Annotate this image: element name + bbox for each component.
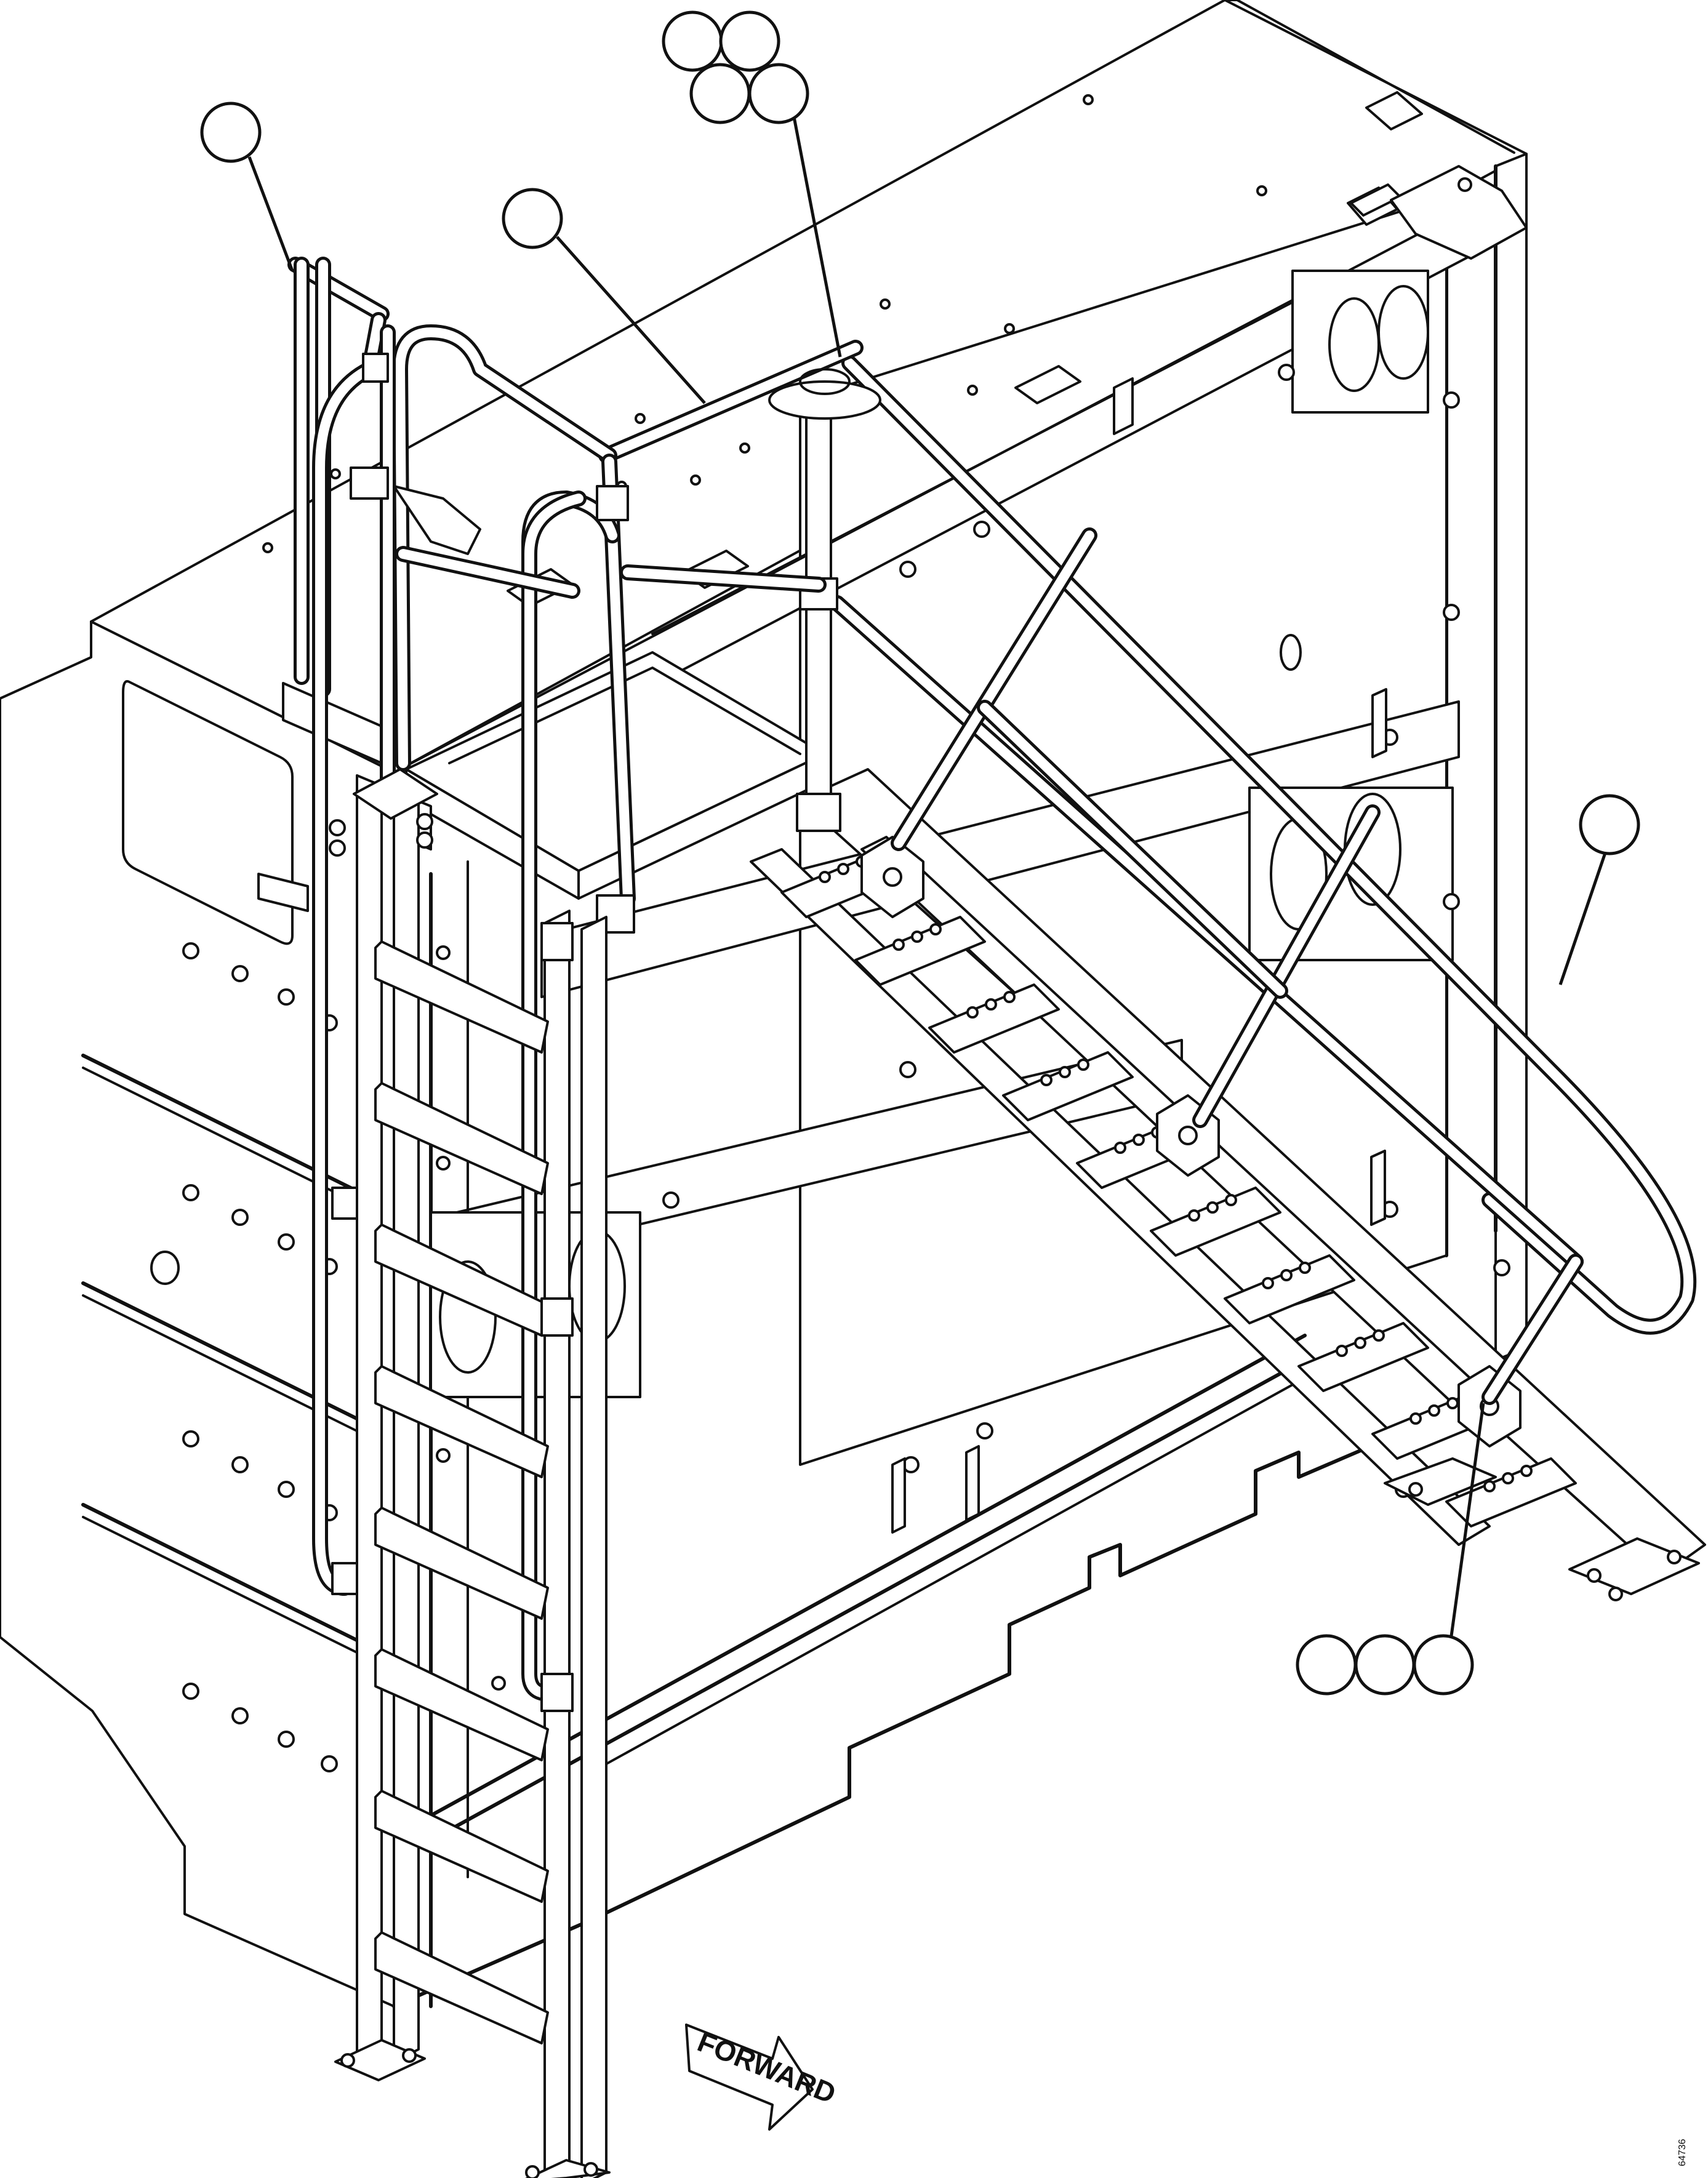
- fasteners: [182, 94, 1510, 1772]
- callout-upper-left: [200, 102, 262, 163]
- platform-guardrails: [287, 257, 881, 1702]
- callout-top-cluster-2: [719, 10, 780, 72]
- callout-stair-handrail: [1579, 794, 1640, 855]
- callout-lower-3: [1413, 1634, 1474, 1696]
- callouts: [200, 10, 1640, 1696]
- stair-treads: [780, 848, 1577, 1527]
- tread-perforations: [819, 855, 1533, 1492]
- figure-number: 64736: [1677, 2139, 1688, 2166]
- enclosure: [0, 0, 1528, 2008]
- forward-arrow-icon: FORWARD: [685, 2024, 840, 2131]
- side-panel-bolt-rows: [182, 942, 338, 1772]
- stair-handrail: [829, 355, 1697, 1405]
- callout-lower-2: [1354, 1634, 1416, 1696]
- stair-assembly: [750, 768, 1706, 1601]
- callout-top-cluster-1: [662, 10, 723, 72]
- callout-top-cluster-3: [689, 63, 751, 124]
- callout-top-cluster-4: [748, 63, 809, 124]
- callout-lower-1: [1296, 1634, 1357, 1696]
- callout-platform-rail: [502, 188, 563, 249]
- ladder: [331, 768, 611, 2178]
